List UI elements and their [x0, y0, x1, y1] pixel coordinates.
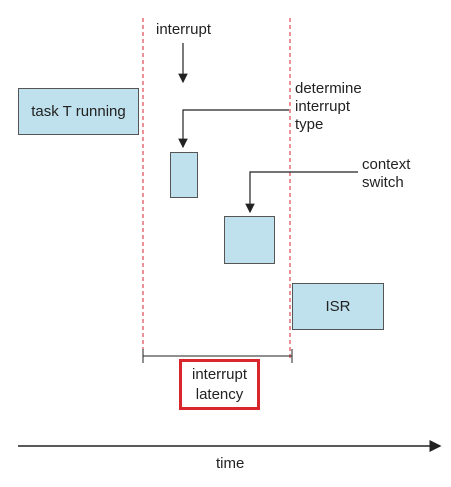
interrupt-label: interrupt	[156, 21, 212, 38]
isr-box: ISR	[292, 283, 384, 330]
task-running-label: task T running	[31, 103, 126, 120]
determine-type-label: determine interrupt type	[295, 80, 362, 133]
context-switch-label: context switch	[362, 156, 411, 191]
context-switch-box	[224, 216, 275, 264]
time-label: time	[216, 455, 245, 472]
determine-type-box	[170, 152, 198, 198]
isr-label: ISR	[325, 298, 351, 315]
latency-highlight-box: interrupt latency	[179, 359, 260, 410]
task-running-box: task T running	[18, 88, 139, 135]
determine-type-arrow	[178, 109, 289, 149]
context-switch-arrow	[245, 171, 358, 214]
